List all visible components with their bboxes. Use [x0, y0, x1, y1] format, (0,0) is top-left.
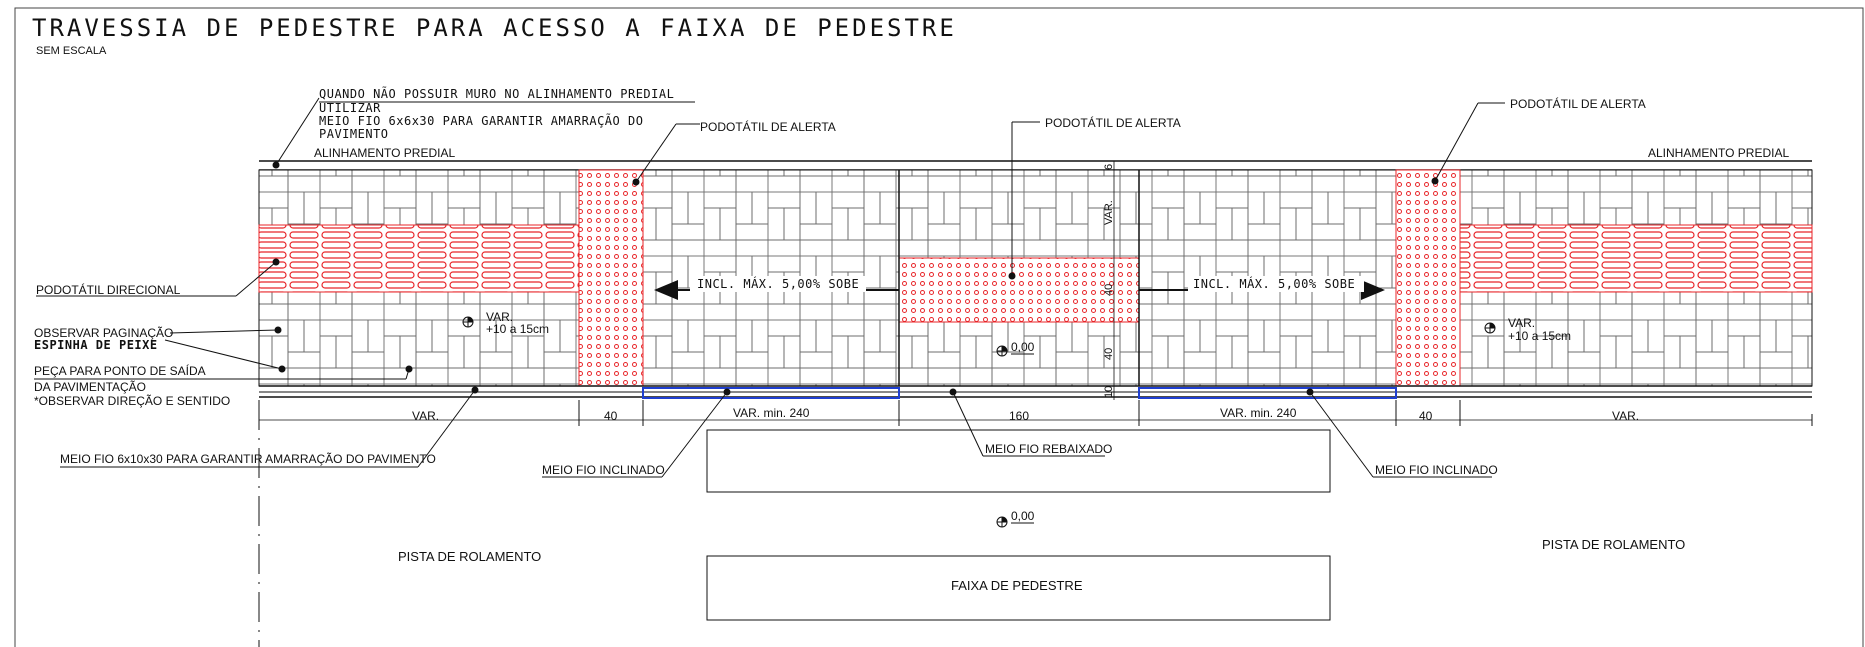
crosswalk-box [706, 555, 1331, 621]
peca-line-2: DA PAVIMENTAÇÃO [34, 380, 146, 394]
var-right-2: +10 a 15cm [1508, 329, 1571, 343]
dim-var-min-left: VAR. min. 240 [733, 406, 810, 420]
tactile-directional-right [1459, 224, 1813, 293]
var-right-1: VAR. [1508, 316, 1535, 330]
dim-40-left: 40 [604, 409, 618, 423]
vert-dim-40b: 40 [1103, 348, 1115, 360]
meio-fio-inclinado-left-text: MEIO FIO INCLINADO [542, 463, 665, 477]
level-mark-street: 0,00 [996, 509, 1035, 528]
slope-arrow-right: INCL. MÁX. 5,00% SOBE [1139, 276, 1385, 300]
slope-label-left: INCL. MÁX. 5,00% SOBE [697, 276, 859, 291]
curb-inclined-right [1138, 387, 1397, 399]
podotatil-direcional-text: PODOTÁTIL DIRECIONAL [36, 282, 181, 297]
subtitle: SEM ESCALA [36, 45, 107, 57]
vert-dim-40a: 40 [1103, 284, 1115, 296]
observar-paginacao-text: OBSERVAR PAGINAÇÃO [34, 326, 173, 340]
top-note: QUANDO NÃO POSSUIR MURO NO ALINHAMENTO P… [272, 86, 695, 169]
podotatil-alerta-2-text: PODOTÁTIL DE ALERTA [1045, 115, 1181, 130]
label-podotatil-alerta-2: PODOTÁTIL DE ALERTA [1008, 115, 1181, 280]
level-mark-left: VAR. +10 a 15cm [462, 310, 549, 336]
pista-rolamento-right: PISTA DE ROLAMENTO [1542, 537, 1685, 552]
note-line-2: UTILIZAR [319, 101, 381, 115]
dim-160: 160 [1009, 409, 1029, 423]
meio-fio-inclinado-right-text: MEIO FIO INCLINADO [1375, 463, 1498, 477]
espinha-de-peixe-text: ESPINHA DE PEIXE [34, 338, 158, 352]
level-mark-right: VAR. +10 a 15cm [1484, 316, 1571, 343]
faixa-de-pedestre-label: FAIXA DE PEDESTRE [951, 578, 1083, 593]
meio-fio-6x10-text: MEIO FIO 6x10x30 PARA GARANTIR AMARRAÇÃO… [60, 452, 436, 466]
label-podotatil-alerta-3: PODOTÁTIL DE ALERTA [1431, 96, 1646, 185]
var-left-2: +10 a 15cm [486, 322, 549, 336]
alinhamento-predial-right: ALINHAMENTO PREDIAL [1648, 146, 1789, 160]
tactile-alert-center [898, 257, 1140, 323]
peca-line-3: *OBSERVAR DIREÇÃO E SENTIDO [34, 394, 230, 408]
label-meio-fio-inclinado-left: MEIO FIO INCLINADO [542, 388, 731, 478]
label-podotatil-direcional: PODOTÁTIL DIRECIONAL [36, 258, 280, 297]
var-left-1: VAR. [486, 310, 513, 324]
label-meio-fio-6x10: MEIO FIO 6x10x30 PARA GARANTIR AMARRAÇÃO… [60, 386, 479, 468]
note-line-3: MEIO FIO 6x6x30 PARA GARANTIR AMARRAÇÃO … [319, 113, 643, 128]
ramp-zone-box [706, 429, 1331, 493]
tactile-alert-right [1395, 169, 1461, 387]
vert-dim-var: VAR. [1103, 200, 1115, 225]
level-center-text: 0,00 [1011, 340, 1035, 354]
podotatil-alerta-3-text: PODOTÁTIL DE ALERTA [1510, 96, 1646, 111]
dim-var-right: VAR. [1612, 409, 1639, 423]
dim-var-min-right: VAR. min. 240 [1220, 406, 1297, 420]
note-line-1: QUANDO NÃO POSSUIR MURO NO ALINHAMENTO P… [319, 86, 674, 101]
meio-fio-rebaixado-text: MEIO FIO REBAIXADO [985, 442, 1112, 456]
vert-dim-6: 6 [1103, 164, 1115, 170]
pista-rolamento-left: PISTA DE ROLAMENTO [398, 549, 541, 564]
level-mark-center: 0,00 [996, 340, 1035, 357]
label-meio-fio-inclinado-right: MEIO FIO INCLINADO [1306, 388, 1498, 478]
page-title: TRAVESSIA DE PEDESTRE PARA ACESSO A FAIX… [32, 14, 957, 42]
dimension-line: VAR. 40 VAR. min. 240 160 VAR. min. 240 … [258, 400, 1813, 426]
podotatil-alerta-1-text: PODOTÁTIL DE ALERTA [700, 119, 836, 134]
dim-var-left: VAR. [412, 409, 439, 423]
page-border [14, 7, 1864, 647]
label-meio-fio-rebaixado: MEIO FIO REBAIXADO [949, 388, 1112, 457]
tactile-alert-left [578, 169, 644, 387]
curb-inclined-left [642, 387, 900, 399]
level-street-text: 0,00 [1011, 509, 1035, 523]
label-peca-ponto-saida: PEÇA PARA PONTO DE SAÍDA DA PAVIMENTAÇÃO… [34, 363, 413, 408]
tactile-directional-left [258, 224, 580, 293]
alinhamento-predial-left: ALINHAMENTO PREDIAL [314, 146, 455, 160]
label-podotatil-alerta-1: PODOTÁTIL DE ALERTA [632, 119, 836, 186]
label-observar-paginacao: OBSERVAR PAGINAÇÃO ESPINHA DE PEIXE [34, 326, 286, 373]
slope-arrow-left: INCL. MÁX. 5,00% SOBE [654, 276, 899, 300]
note-line-4: PAVIMENTO [319, 127, 389, 141]
slope-label-right: INCL. MÁX. 5,00% SOBE [1193, 276, 1355, 291]
peca-line-1: PEÇA PARA PONTO DE SAÍDA [34, 363, 206, 378]
dim-40-right: 40 [1419, 409, 1433, 423]
